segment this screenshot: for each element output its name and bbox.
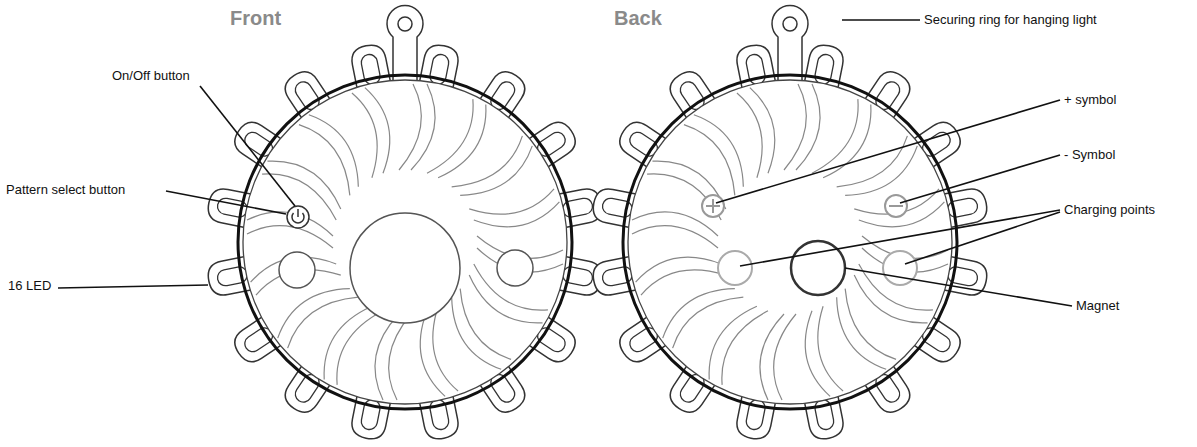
part-label: Pattern select button	[6, 182, 125, 198]
rib	[399, 84, 435, 170]
rib	[820, 289, 906, 375]
rib	[427, 94, 493, 187]
securing-ring	[387, 6, 423, 84]
part-label: Securing ring for hanging light	[924, 12, 1097, 28]
rib	[812, 94, 878, 187]
part-label: Magnet	[1076, 298, 1119, 314]
rib	[272, 272, 358, 358]
ring-hole	[398, 17, 412, 31]
part-label: 16 LED	[8, 278, 51, 294]
rib	[642, 154, 735, 220]
flare-body	[243, 80, 567, 404]
ring-hole	[783, 17, 797, 31]
rib	[674, 109, 760, 195]
rib	[760, 314, 796, 400]
front-flare	[206, 6, 605, 442]
flare-rim	[623, 75, 957, 409]
flare-body	[628, 80, 952, 404]
rib	[469, 176, 562, 242]
front-features	[279, 206, 533, 323]
part-label: - Symbol	[1064, 147, 1115, 163]
rib	[724, 85, 790, 178]
rib	[248, 242, 341, 308]
view-heading: Back	[614, 6, 662, 30]
rib	[784, 84, 820, 170]
rib	[632, 212, 718, 248]
rib	[790, 306, 856, 399]
view-heading: Front	[230, 6, 281, 30]
back-flare	[591, 6, 990, 442]
part-label: + symbol	[1064, 92, 1116, 108]
part-label: On/Off button	[112, 68, 190, 84]
rib	[339, 85, 405, 178]
flare-rim	[238, 75, 572, 409]
rib	[289, 109, 375, 195]
back-features	[702, 195, 917, 295]
rib	[702, 297, 768, 390]
securing-ring	[772, 6, 808, 84]
rib	[375, 314, 411, 400]
part-label: Charging points	[1064, 202, 1155, 218]
leader-lines	[58, 20, 1072, 306]
rib	[452, 126, 538, 212]
rib	[633, 242, 726, 308]
